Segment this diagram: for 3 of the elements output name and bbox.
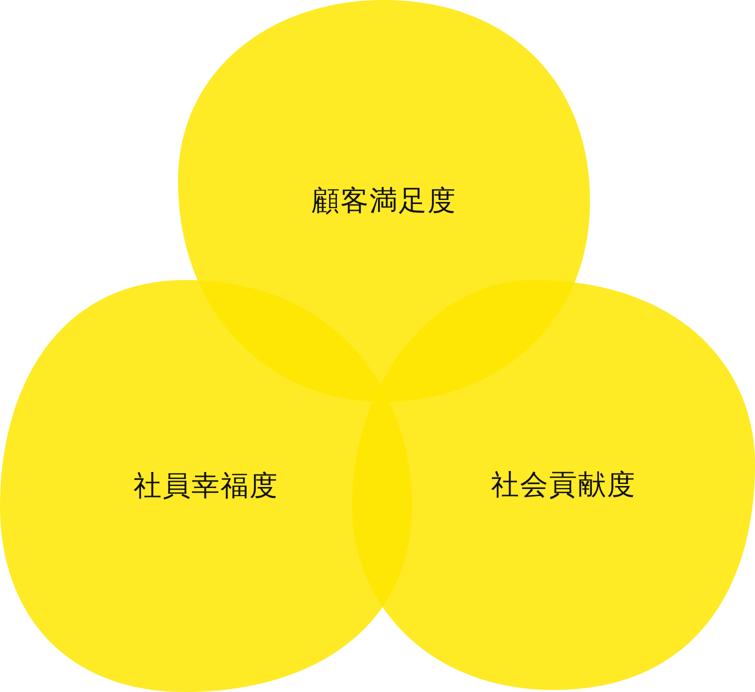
venn-label: 顧客満足度 <box>310 183 458 219</box>
venn-label: 社員幸福度 <box>132 468 280 504</box>
venn-label: 社会貢献度 <box>490 467 637 503</box>
